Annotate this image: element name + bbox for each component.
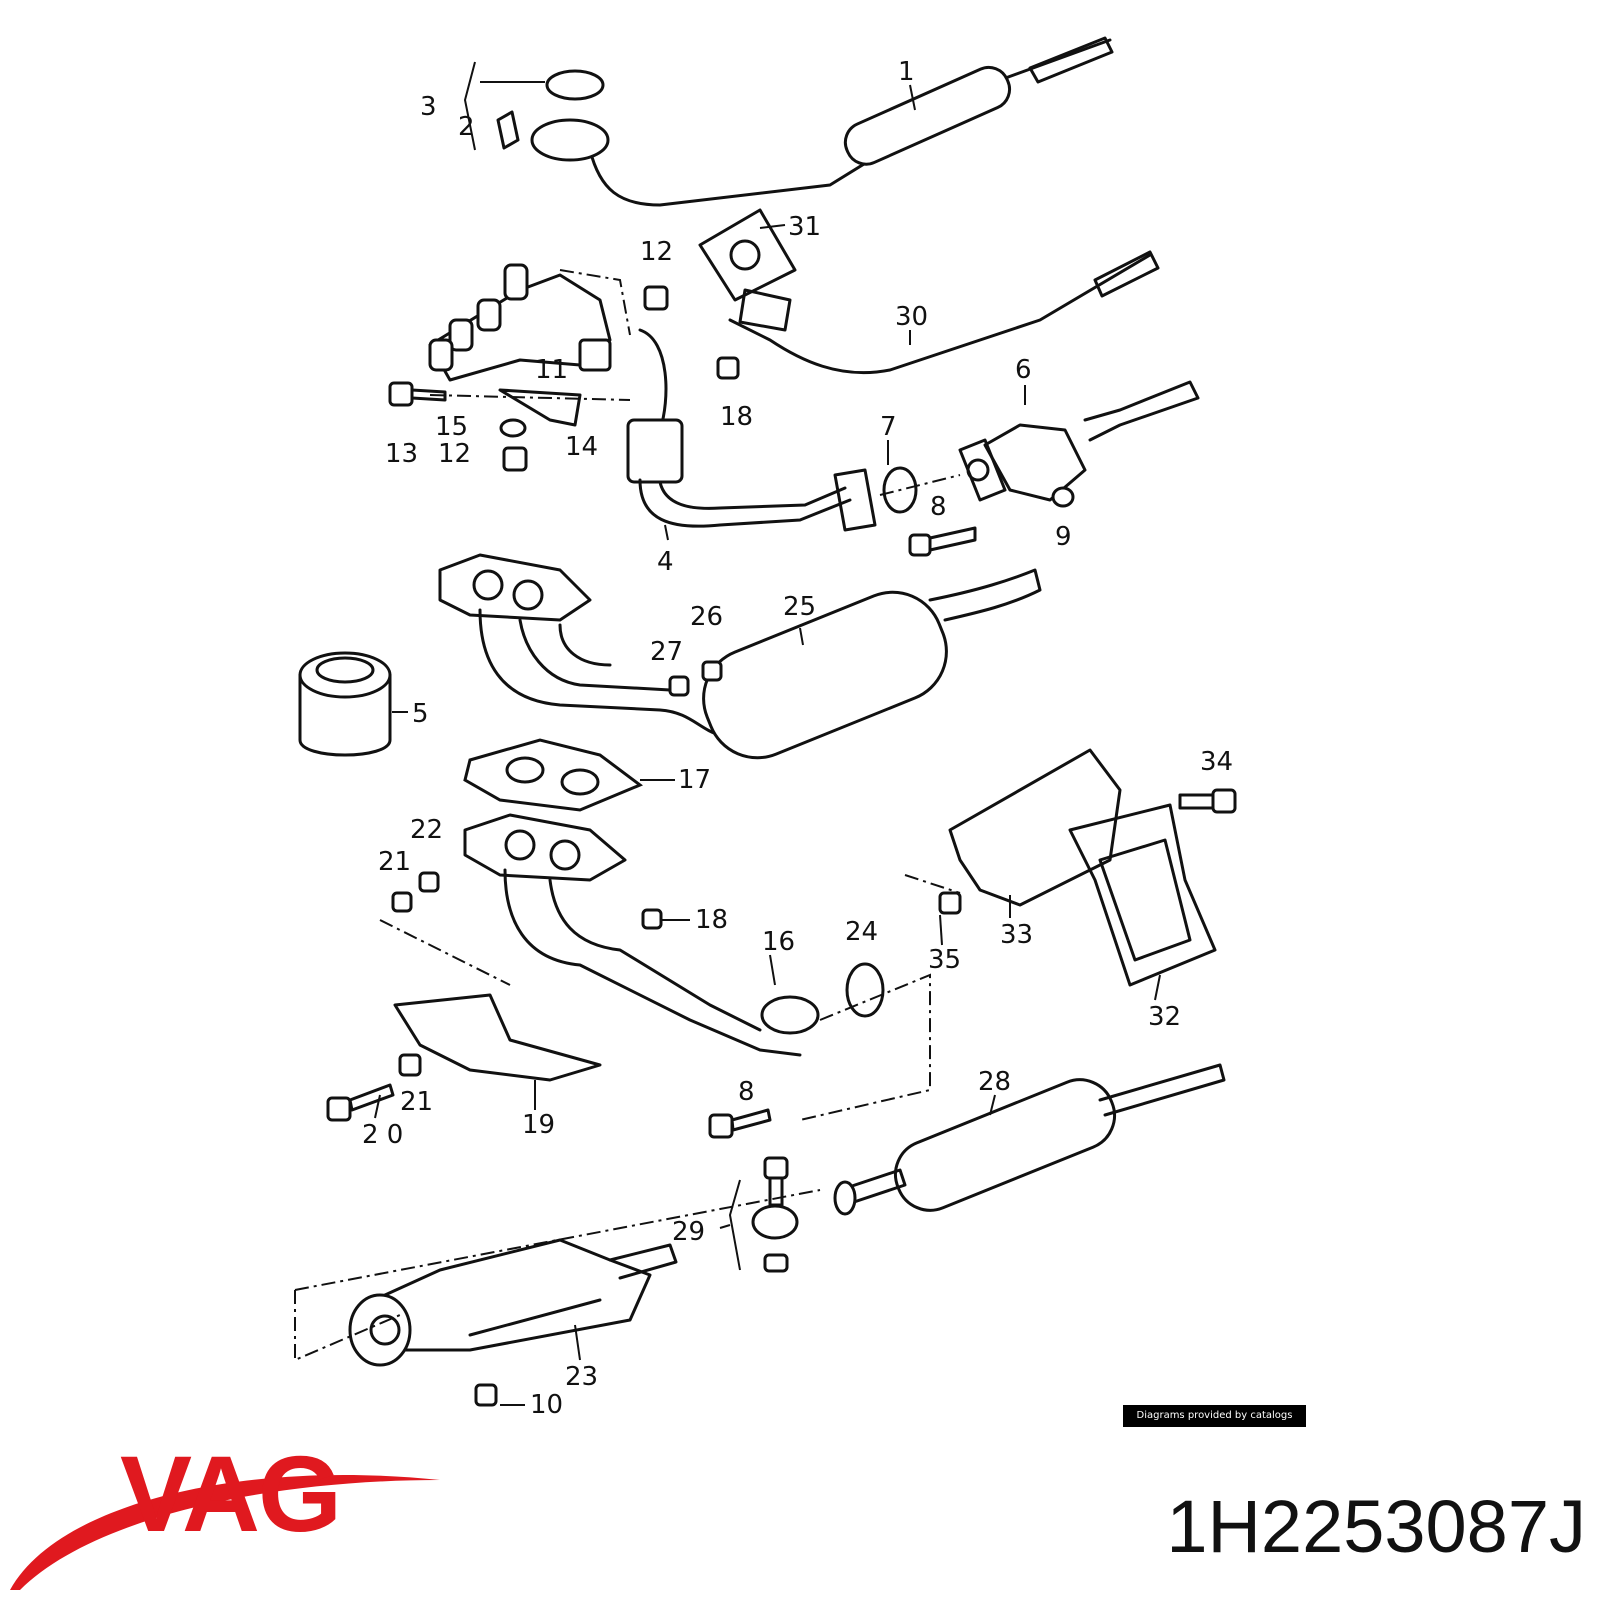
part-29-clamp xyxy=(719,1156,799,1273)
callout-14: 14 xyxy=(565,432,598,462)
callout-18-upper: 18 xyxy=(720,402,753,432)
callout-19: 19 xyxy=(522,1110,555,1140)
part-28-rear-silencer xyxy=(833,1063,1226,1216)
callout-29: 29 xyxy=(672,1217,705,1247)
part-17-gasket xyxy=(463,738,643,812)
callout-30: 30 xyxy=(895,302,928,332)
part-3-flange-gasket xyxy=(463,61,610,162)
part-5-rubber-mount xyxy=(298,651,392,757)
callout-7: 7 xyxy=(880,412,897,442)
callout-35: 35 xyxy=(928,945,961,975)
part-33-heat-shield xyxy=(904,748,1237,987)
callout-21-lower: 21 xyxy=(400,1087,433,1117)
part-6-converter xyxy=(879,380,1200,557)
leader-lines xyxy=(374,84,1161,1406)
callout-17: 17 xyxy=(678,765,711,795)
callout-12-upper: 12 xyxy=(640,237,673,267)
callout-labels: 1 2 3 4 5 6 7 8 8 9 10 11 12 12 13 14 15… xyxy=(362,57,1233,1420)
callout-8-upper: 8 xyxy=(930,492,947,522)
vag-logo-swoosh xyxy=(10,1474,440,1590)
part-19-bracket xyxy=(326,993,772,1139)
callout-13: 13 xyxy=(385,439,418,469)
callout-2: 2 xyxy=(458,112,475,142)
callout-1: 1 xyxy=(898,57,915,87)
part-1-front-pipe xyxy=(588,36,1114,207)
callout-25: 25 xyxy=(783,592,816,622)
callout-23: 23 xyxy=(565,1362,598,1392)
callout-15: 15 xyxy=(435,412,468,442)
callout-20: 2 0 xyxy=(362,1120,403,1150)
callout-3: 3 xyxy=(420,92,437,122)
callout-27: 27 xyxy=(650,637,683,667)
callout-26: 26 xyxy=(690,602,723,632)
callout-10: 10 xyxy=(530,1390,563,1420)
callout-28: 28 xyxy=(978,1067,1011,1097)
callout-24: 24 xyxy=(845,917,878,947)
callout-34: 34 xyxy=(1200,747,1233,777)
part-30-pipe xyxy=(698,208,1160,375)
vag-logo-text: VAG xyxy=(120,1433,342,1554)
part-11-manifold xyxy=(428,263,631,382)
part-23-converter xyxy=(294,1189,821,1407)
part-14-bracket xyxy=(388,285,740,472)
part-number: 1H2253087J xyxy=(1166,1485,1586,1568)
callout-11: 11 xyxy=(535,355,568,385)
callout-21-upper: 21 xyxy=(378,847,411,877)
callout-6: 6 xyxy=(1015,355,1032,385)
callout-16: 16 xyxy=(762,927,795,957)
callout-31: 31 xyxy=(788,212,821,242)
part-4-downpipe xyxy=(626,328,877,532)
part-25-manifold-silencer xyxy=(438,553,1042,760)
callout-32: 32 xyxy=(1148,1002,1181,1032)
callout-33: 33 xyxy=(1000,920,1033,950)
callout-12-lower: 12 xyxy=(438,439,471,469)
callout-8-lower: 8 xyxy=(738,1077,755,1107)
callout-18-lower: 18 xyxy=(695,905,728,935)
callout-4: 4 xyxy=(657,547,674,577)
diagram-credit: Diagrams provided by catalogs parts xyxy=(1123,1405,1306,1443)
part-16-manifold xyxy=(379,813,931,1121)
callout-9: 9 xyxy=(1055,522,1072,552)
callout-22: 22 xyxy=(410,815,443,845)
callout-5: 5 xyxy=(412,699,429,729)
